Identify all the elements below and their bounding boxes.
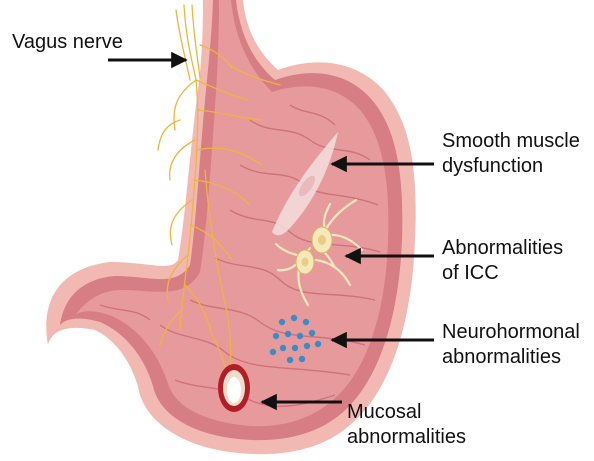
label-neurohormonal-abnormalities: Neurohormonal abnormalities [442,320,580,370]
label-mucosal-line1: Mucosal [347,400,466,425]
label-abnormalities-of-icc: Abnormalities of ICC [442,236,563,286]
label-icc-line2: of ICC [442,261,563,286]
label-neurohormonal-line2: abnormalities [442,345,580,370]
label-vagus-line1: Vagus nerve [12,30,123,55]
label-neurohormonal-line1: Neurohormonal [442,320,580,345]
label-smooth-muscle-line2: dysfunction [442,154,580,179]
mucosal-ulcer-icon [218,364,250,412]
label-smooth-muscle-dysfunction: Smooth muscle dysfunction [442,129,580,179]
label-mucosal-abnormalities: Mucosal abnormalities [347,400,466,450]
stomach-lumen [76,0,388,426]
label-mucosal-line2: abnormalities [347,425,466,450]
label-smooth-muscle-line1: Smooth muscle [442,129,580,154]
label-icc-line1: Abnormalities [442,236,563,261]
label-vagus-nerve: Vagus nerve [12,30,123,55]
